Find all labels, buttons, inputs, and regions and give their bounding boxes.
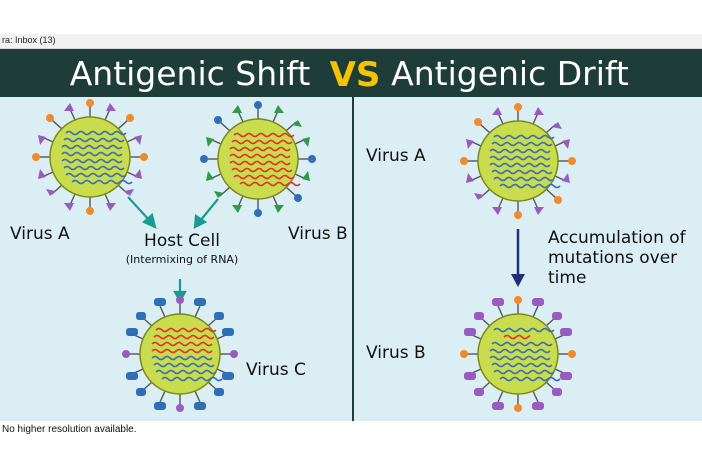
title-vs: VS [330, 55, 381, 95]
virus-c-icon [122, 296, 238, 412]
mutation-label-line1: Accumulation of [548, 228, 687, 248]
title-antigenic-shift: Antigenic Shift [70, 54, 311, 93]
virus-b-drift-label: Virus B [366, 343, 426, 363]
mutation-label-line3: time [548, 268, 586, 288]
intermix-arrows [127, 196, 219, 304]
virus-a-shift-label: Virus A [10, 224, 70, 244]
title-bar [0, 49, 702, 97]
host-cell-label: Host Cell [144, 231, 220, 251]
virus-b-drift-icon [460, 296, 576, 412]
title-antigenic-drift: Antigenic Drift [391, 54, 629, 93]
diagram-canvas: Antigenic Shift VS Antigenic Drift Virus… [0, 49, 702, 421]
host-cell-note: (Intermixing of RNA) [126, 253, 239, 266]
resolution-caption: No higher resolution available. [2, 424, 137, 435]
panel-divider [352, 97, 354, 421]
tab-title[interactable]: ra: Inbox (13) [2, 35, 56, 45]
virus-b-shift-icon [200, 101, 316, 217]
virus-a-drift-label: Virus A [366, 146, 426, 166]
virus-b-shift-label: Virus B [288, 224, 348, 244]
virus-a-drift-icon [460, 103, 576, 219]
mutation-arrow [511, 229, 525, 287]
virus-c-label: Virus C [246, 360, 306, 380]
virus-a-shift-icon [32, 99, 148, 215]
antigenic-diagram: Antigenic Shift VS Antigenic Drift Virus… [0, 49, 702, 421]
browser-tab-bar[interactable]: ra: Inbox (13) [0, 34, 702, 49]
mutation-label-line2: mutations over [548, 248, 677, 268]
